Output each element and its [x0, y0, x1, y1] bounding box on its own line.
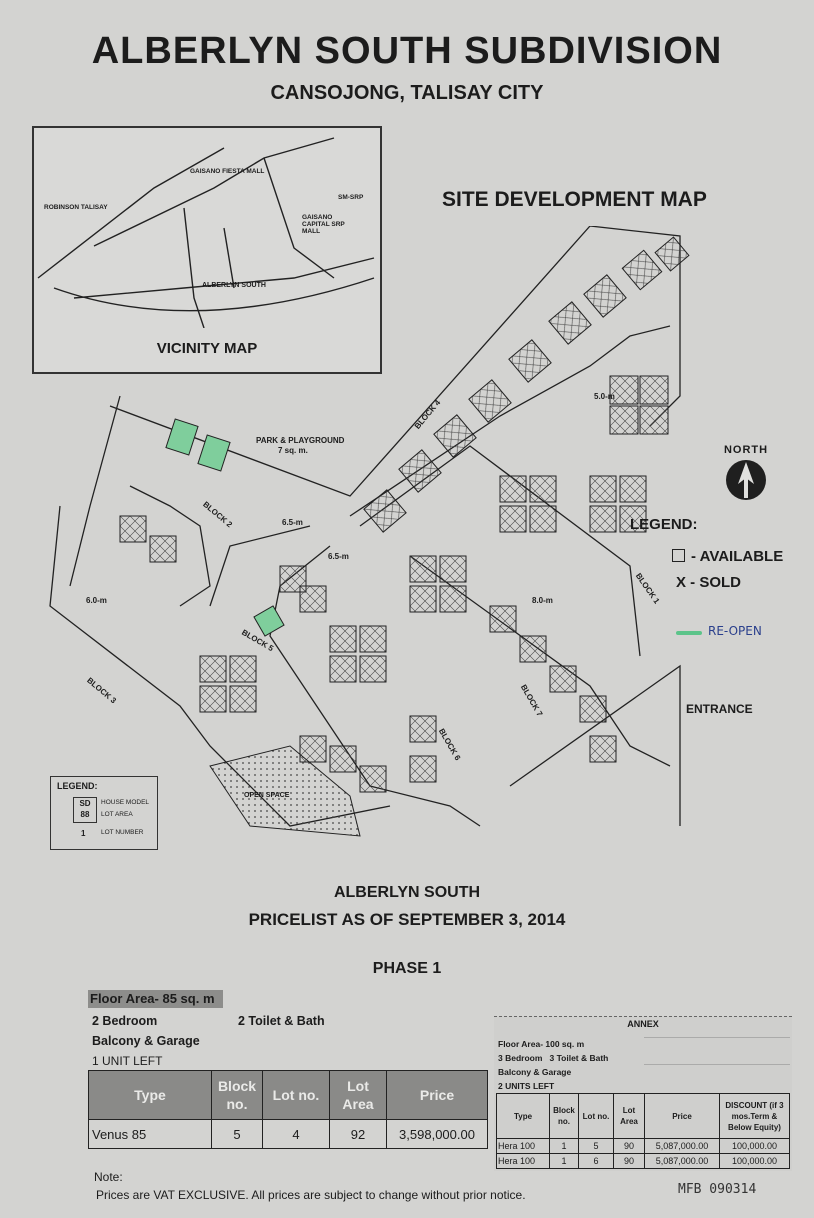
col-lot: Lot no.	[262, 1070, 330, 1120]
annex-rooms: 3 Bedroom 3 Toilet & Bath	[498, 1053, 608, 1063]
annex-cell-lot: 6	[578, 1153, 614, 1169]
page-subtitle: CANSOJONG, TALISAY CITY	[270, 82, 544, 104]
north-arrow: NORTH	[720, 444, 772, 506]
table-row: Hera 100 1 5 90 5,087,000.00 100,000.00	[496, 1138, 790, 1154]
vicinity-place-sm-srp: SM-SRP	[338, 194, 364, 201]
annex-units-left: 2 UNITS LEFT	[498, 1081, 555, 1091]
open-space-label: OPEN SPACE	[244, 792, 290, 799]
vicinity-place-alberlyn: ALBERLYN SOUTH	[202, 282, 266, 289]
pricelist-title: ALBERLYN SOUTH	[333, 884, 481, 901]
note-text: Prices are VAT EXCLUSIVE. All prices are…	[96, 1188, 526, 1202]
vicinity-roads	[37, 137, 375, 328]
annex-col-type: Type	[496, 1093, 550, 1139]
annex-cell-lot-area: 90	[613, 1153, 645, 1169]
lot-legend-area: 88	[80, 810, 90, 819]
legend-sold: X - SOLD	[676, 574, 742, 591]
annex-cell-type: Hera 100	[496, 1138, 550, 1154]
legend-available: - AVAILABLE	[672, 548, 783, 565]
col-type: Type	[88, 1070, 212, 1120]
annex-cell-price: 5,087,000.00	[644, 1153, 720, 1169]
cell-type: Venus 85	[88, 1119, 212, 1149]
annex-balcony: Balcony & Garage	[498, 1067, 572, 1077]
lot-legend-title: LEGEND:	[57, 781, 98, 791]
note-label: Note:	[94, 1170, 123, 1184]
annex-cell-discount: 100,000.00	[719, 1153, 790, 1169]
park-label: PARK & PLAYGROUND	[256, 436, 345, 445]
annex-header-row: Type Block no. Lot no. Lot Area Price DI…	[496, 1093, 790, 1139]
lot-legend-area-label: LOT AREA	[101, 811, 133, 818]
north-label: NORTH	[723, 444, 769, 456]
legend-available-text: - AVAILABLE	[691, 548, 784, 565]
road-label-4: 8.0-m	[532, 596, 553, 605]
north-compass-icon	[726, 460, 766, 500]
cell-lot-area: 92	[329, 1119, 387, 1149]
annex-cell-lot: 5	[578, 1138, 614, 1154]
annex-title: ANNEX	[627, 1019, 659, 1029]
table-row: Venus 85 5 4 92 3,598,000.00	[88, 1119, 488, 1149]
legend-title: LEGEND:	[630, 516, 698, 533]
annex-col-discount: DISCOUNT (if 3 mos.Term & Below Equity)	[719, 1093, 790, 1139]
annex-col-lot: Lot no.	[578, 1093, 614, 1139]
col-block: Block no.	[211, 1070, 263, 1120]
table-header-row: Type Block no. Lot no. Lot Area Price	[88, 1070, 488, 1120]
annex-cell-block: 1	[549, 1153, 579, 1169]
legend-reopen: RE-OPEN	[708, 624, 762, 638]
phase-label: PHASE 1	[372, 960, 442, 977]
park-size: 7 sq. m.	[278, 446, 308, 455]
site-plan	[49, 226, 690, 837]
page-title: ALBERLYN SOUTH SUBDIVISION	[91, 30, 723, 72]
lot-legend-lot: 1	[81, 829, 86, 838]
cell-lot: 4	[262, 1119, 330, 1149]
table-row: Hera 100 1 6 90 5,087,000.00 100,000.00	[496, 1153, 790, 1169]
floor-area-label: Floor Area- 85 sq. m	[88, 990, 223, 1008]
sold-lots	[119, 236, 690, 793]
lot-legend-model: SD	[79, 799, 91, 808]
phase1-price-table: Type Block no. Lot no. Lot Area Price Ve…	[88, 1070, 488, 1149]
annex-cell-type: Hera 100	[496, 1153, 550, 1169]
annex-ghost-lines	[644, 1037, 790, 1065]
annex-section: ANNEX Floor Area- 100 sq. m 3 Bedroom 3 …	[494, 1016, 792, 1171]
annex-floor-area: Floor Area- 100 sq. m	[498, 1039, 585, 1049]
vicinity-place-gaisano-capital: GAISANO CAPITAL SRP MALL	[302, 214, 345, 235]
road-label-5: 5.0-m	[594, 392, 615, 401]
road-label-3: 6.0-m	[86, 596, 107, 605]
road-label-2: 6.5-m	[328, 552, 349, 561]
vicinity-map-label: VICINITY MAP	[156, 340, 258, 357]
annex-col-block: Block no.	[549, 1093, 579, 1139]
vicinity-map: ROBINSON TALISAY GAISANO FIESTA MALL SM-…	[32, 126, 382, 374]
pricelist-date: PRICELIST AS OF SEPTEMBER 3, 2014	[248, 910, 566, 929]
col-price: Price	[386, 1070, 488, 1120]
units-left-label: 1 UNIT LEFT	[92, 1054, 163, 1068]
lot-legend-sample: SD 88	[73, 797, 97, 823]
reopen-swatch	[676, 631, 702, 635]
annex-col-price: Price	[644, 1093, 720, 1139]
handwritten-initials: MFB 090314	[678, 1182, 757, 1197]
lot-legend-model-label: HOUSE MODEL	[101, 799, 150, 806]
cell-price: 3,598,000.00	[386, 1119, 488, 1149]
toilet-label: 2 Toilet & Bath	[238, 1014, 325, 1028]
vicinity-place-robinson: ROBINSON TALISAY	[44, 204, 108, 211]
annex-bedroom: 3 Bedroom	[498, 1053, 543, 1063]
available-box-icon	[672, 549, 685, 562]
road-label-1: 6.5-m	[282, 518, 303, 527]
open-space-area	[209, 745, 361, 837]
col-lot-area: Lot Area	[329, 1070, 387, 1120]
annex-cell-discount: 100,000.00	[719, 1138, 790, 1154]
bedroom-label: 2 Bedroom	[92, 1014, 158, 1028]
annex-cell-lot-area: 90	[613, 1138, 645, 1154]
reopen-lots	[165, 418, 285, 637]
annex-cell-block: 1	[549, 1138, 579, 1154]
cell-block: 5	[211, 1119, 263, 1149]
vicinity-place-gaisano-fiesta: GAISANO FIESTA MALL	[190, 168, 265, 175]
lot-legend: LEGEND: SD 88 HOUSE MODEL LOT AREA 1 LOT…	[50, 776, 158, 850]
annex-toilet: 3 Toilet & Bath	[549, 1053, 609, 1063]
entrance-label: ENTRANCE	[686, 702, 753, 716]
annex-cell-price: 5,087,000.00	[644, 1138, 720, 1154]
annex-col-lot-area: Lot Area	[613, 1093, 645, 1139]
annex-price-table: Type Block no. Lot no. Lot Area Price DI…	[496, 1093, 790, 1169]
balcony-label: Balcony & Garage	[92, 1034, 200, 1048]
site-map-title: SITE DEVELOPMENT MAP	[442, 188, 707, 211]
lot-legend-lot-label: LOT NUMBER	[101, 829, 144, 836]
